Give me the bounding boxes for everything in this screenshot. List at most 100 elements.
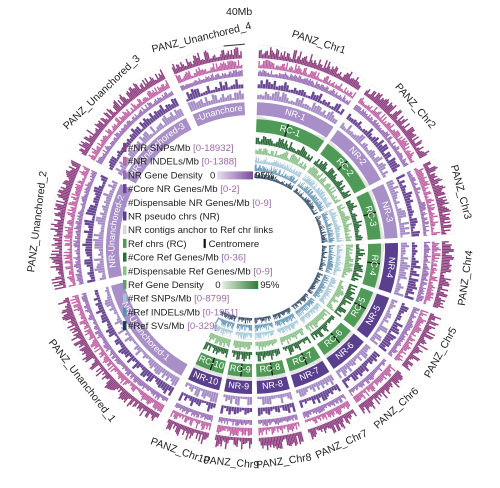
nr-snp-track-bar bbox=[306, 61, 309, 67]
nr-snp-track-bar bbox=[437, 205, 443, 208]
ref-indel-track-bar bbox=[321, 280, 328, 284]
ref-disp-track-bar bbox=[321, 183, 325, 186]
nr-disp-track-bar bbox=[105, 196, 112, 201]
ref-indel-track-bar bbox=[304, 188, 308, 192]
ref-core-track-bar bbox=[311, 332, 315, 336]
ref-sv-track-bar bbox=[282, 310, 285, 315]
nr-snp-track-bar bbox=[53, 283, 66, 287]
nr-density-track-bar bbox=[78, 271, 82, 274]
nr-indel-track-bar bbox=[153, 399, 157, 403]
nr-chromosome bbox=[256, 102, 334, 138]
ref-core-track-bar bbox=[342, 193, 349, 198]
nr-snp-track-bar bbox=[233, 437, 236, 445]
ref-snp-track bbox=[254, 155, 304, 178]
nr-density-track-bar bbox=[392, 346, 397, 350]
nr-indel-track-bar bbox=[107, 128, 114, 134]
ref-indel-track-bar bbox=[303, 304, 306, 307]
nr-density-track-bar bbox=[319, 84, 323, 91]
nr-core-track-bar bbox=[410, 223, 416, 227]
ref-indel-track-bar bbox=[327, 260, 333, 262]
ref-indel-track bbox=[235, 323, 253, 333]
nr-density-track-bar bbox=[242, 419, 244, 426]
nr-indel-track-bar bbox=[380, 373, 387, 380]
ref-disp-track-bar bbox=[338, 284, 344, 288]
nr-indel-track-bar bbox=[116, 124, 120, 128]
nr-disp-track-bar bbox=[385, 179, 394, 185]
ref-sv-track-bar bbox=[284, 184, 286, 187]
ref-snp-track-bar bbox=[278, 328, 282, 334]
nr-snp-track-bar bbox=[175, 422, 179, 427]
ref-indel-track-bar bbox=[314, 201, 319, 204]
ref-sv-track-bar bbox=[302, 198, 305, 201]
nr-snp-track-bar bbox=[227, 436, 230, 444]
ref-indel-track-bar bbox=[268, 323, 270, 326]
nr-indel-track-bar bbox=[83, 167, 90, 172]
nr-indel-track-bar bbox=[426, 291, 434, 295]
ref-indel-track-bar bbox=[307, 301, 311, 304]
nr-disp-track-bar bbox=[400, 254, 404, 257]
nr-indel-track-bar bbox=[102, 357, 110, 364]
legend-item: #Ref SVs/Mb [0-329] bbox=[123, 321, 217, 332]
nr-density-track-bar bbox=[415, 299, 420, 303]
ref-indel-track-bar bbox=[326, 268, 332, 271]
nr-indel-track-bar bbox=[240, 64, 243, 69]
nr-indel-track-bar bbox=[217, 424, 221, 434]
ref-disp-track-bar bbox=[261, 151, 263, 155]
ref-disp-track-bar bbox=[316, 315, 321, 321]
nr-disp-track-bar bbox=[329, 374, 335, 381]
ref-snp-track-bar bbox=[331, 216, 336, 219]
nr-density-track-bar bbox=[389, 350, 393, 354]
ref-snp-track-bar bbox=[255, 332, 257, 335]
nr-snp-track-bar bbox=[54, 212, 65, 216]
nr-indel-track-bar bbox=[400, 348, 404, 352]
ref-snp-track-bar bbox=[285, 164, 289, 171]
nr-core-track-bar bbox=[409, 220, 418, 224]
nr-core-track-bar bbox=[388, 329, 392, 334]
nr-density-track-bar bbox=[260, 72, 263, 77]
nr-indel-track-bar bbox=[70, 246, 73, 248]
ref-indel-track-bar bbox=[327, 261, 334, 263]
nr-density-track-bar bbox=[110, 141, 115, 146]
nr-indel-track-bar bbox=[424, 196, 429, 199]
nr-core-track-bar bbox=[275, 86, 279, 91]
nr-core-track-bar bbox=[405, 290, 415, 295]
ref-snp-track-bar bbox=[315, 303, 319, 306]
ref-disp-track-bar bbox=[321, 310, 328, 317]
nr-disp-track-bar bbox=[375, 162, 379, 166]
nr-density-track-bar bbox=[323, 87, 327, 92]
nr-indel-track-bar bbox=[430, 271, 436, 274]
ref-core-track-bar bbox=[355, 235, 362, 238]
ref-sv-track-bar bbox=[275, 178, 277, 183]
nr-indel-track-bar bbox=[71, 218, 75, 221]
nr-density-track-bar bbox=[362, 113, 367, 118]
nr-disp-track-bar bbox=[344, 363, 353, 372]
nr-indel-track-bar bbox=[335, 85, 339, 90]
ref-snp-track-bar bbox=[336, 239, 342, 241]
nr-snp-track-bar bbox=[71, 169, 79, 173]
nr-density-track-bar bbox=[422, 224, 426, 227]
nr-snp-track-bar bbox=[266, 437, 269, 451]
nr-core-track-bar bbox=[366, 358, 373, 365]
ref-indel-track-bar bbox=[325, 269, 330, 272]
nr-indel-track-bar bbox=[363, 388, 370, 397]
ref-disp-track-bar bbox=[296, 329, 300, 334]
nr-indel-track-bar bbox=[138, 103, 142, 107]
ref-snp-track bbox=[234, 331, 253, 341]
ref-indel-track-bar bbox=[276, 172, 278, 176]
nr-indel-track-bar bbox=[69, 258, 73, 261]
ref-sv-track-bar bbox=[297, 192, 300, 196]
ref-snp-track-bar bbox=[331, 278, 337, 281]
nr-snp-track-bar bbox=[113, 100, 123, 110]
ref-snp-track-bar bbox=[312, 307, 316, 310]
nr-snp-track-bar bbox=[437, 289, 441, 292]
ref-snp-track-bar bbox=[279, 328, 282, 332]
nr-snp-track-bar bbox=[281, 55, 284, 61]
nr-indel-track-bar bbox=[68, 277, 75, 280]
ref-snp-track-bar bbox=[311, 185, 313, 188]
nr-density-track-bar bbox=[85, 193, 89, 196]
nr-core-track-bar bbox=[265, 79, 269, 89]
nr-indel-track-bar bbox=[154, 91, 158, 96]
ref-core-track-bar bbox=[237, 351, 241, 360]
ref-snp-track-bar bbox=[327, 286, 329, 289]
nr-indel-track-bar bbox=[376, 115, 380, 119]
